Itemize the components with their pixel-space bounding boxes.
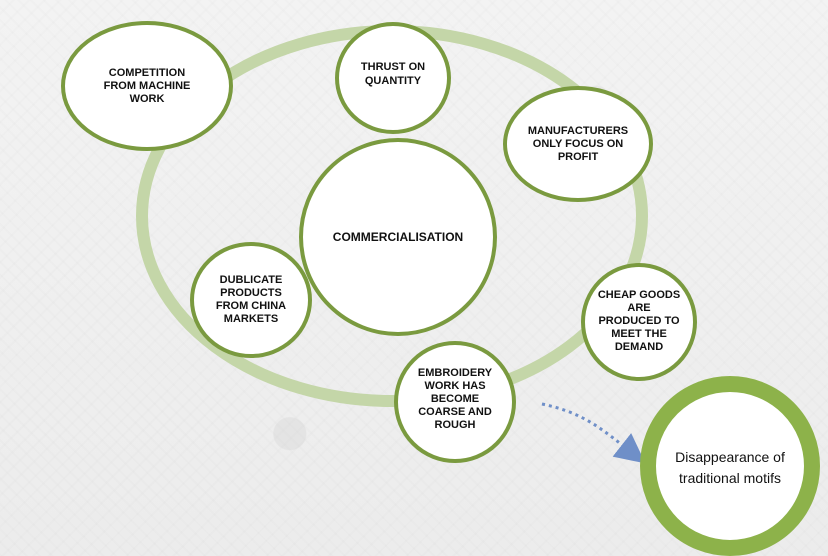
node-label-line: BECOME [431,393,479,405]
node-label-line: traditional motifs [679,470,781,486]
node-label-line: ARE [627,302,650,314]
node-label-line: DUBLICATE [220,274,283,286]
node-label-line: FROM MACHINE [104,80,191,92]
node-label-line: MEET THE [611,328,667,340]
node-label-line: QUANTITY [365,75,422,87]
node-label-line: PRODUCTS [220,287,282,299]
node-label-line: Disappearance of [675,449,785,465]
node-label-line: COARSE AND [418,406,492,418]
center-node [299,138,497,336]
center-label: COMMERCIALISATION [333,230,463,244]
node-label-line: ONLY FOCUS ON [533,138,624,150]
node-label-line: MARKETS [224,313,278,325]
node-label-line: FROM CHINA [216,300,286,312]
node-label-line: EMBROIDERY [418,367,493,379]
node-label-thrust: THRUST ON QUANTITY [361,61,425,87]
node-label-line: COMPETITION [109,67,185,79]
node-label-line: PRODUCED TO [598,315,680,327]
node-label-line: DEMAND [615,341,663,353]
node-label-line: ROUGH [435,419,476,431]
result-node: Disappearance of traditional motifs [640,376,820,556]
node-label-line: WORK HAS [424,380,485,392]
node-label-line: PROFIT [558,151,599,163]
node-label-line: MANUFACTURERS [528,125,628,137]
node-label-line: CHEAP GOODS [598,289,680,301]
result-arrow [541,402,646,464]
node-label-line: THRUST ON [361,61,425,73]
node-label-line: WORK [130,93,165,105]
result-label: Disappearance of traditional motifs [675,449,785,486]
node-thrust: THRUST ON QUANTITY [335,22,451,134]
